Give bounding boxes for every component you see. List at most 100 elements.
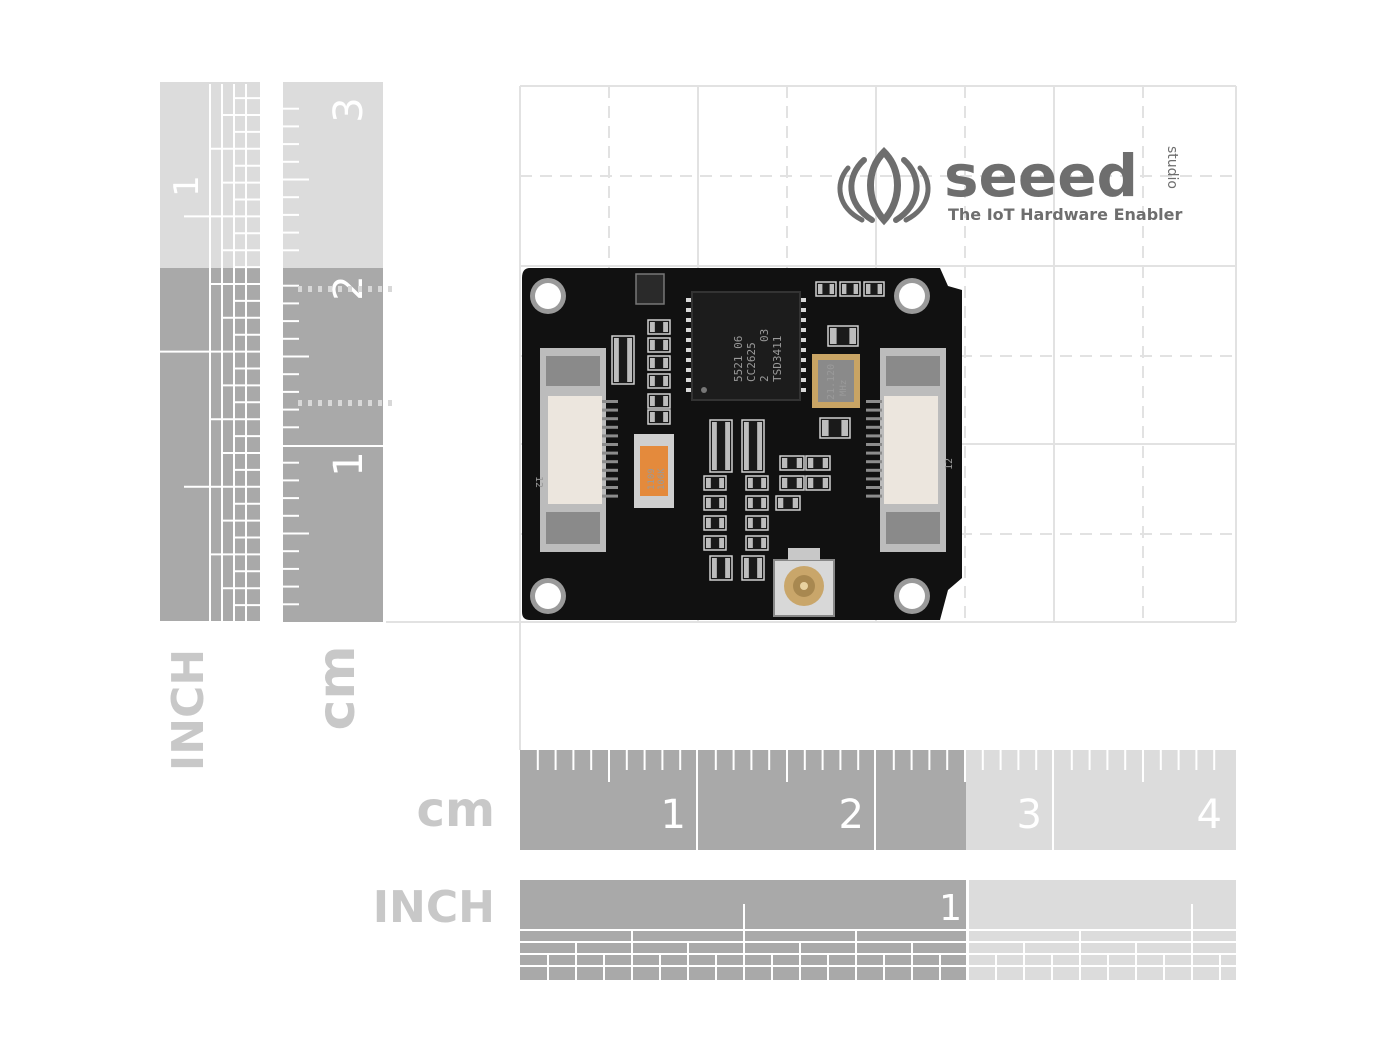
chip-line-3: 2	[758, 375, 771, 382]
smd-terminal	[829, 284, 834, 294]
connector-pin	[602, 408, 618, 412]
chip-pad	[686, 338, 692, 342]
smd-terminal	[842, 284, 847, 294]
v-inch-number-1: 1	[167, 175, 207, 197]
chip-pad	[686, 318, 692, 322]
smd-terminal	[748, 498, 753, 508]
smd-terminal	[761, 478, 766, 488]
v-cm-number-3: 3	[326, 97, 372, 122]
smd-terminal	[748, 478, 753, 488]
crystal-oscillator: 21.120 MHz	[812, 354, 860, 408]
chip-pad	[800, 308, 806, 312]
connector-pin	[866, 477, 882, 481]
chip-pad	[686, 308, 692, 312]
connector-pin	[602, 417, 618, 421]
chip-pad	[298, 286, 302, 292]
connector-pin	[866, 451, 882, 455]
connector-pin	[866, 434, 882, 438]
right-fpc-connector: 12	[866, 348, 955, 552]
chip-pad	[686, 328, 692, 332]
smd-terminal	[719, 538, 724, 548]
connector-pin	[602, 443, 618, 446]
chip-pad	[800, 368, 806, 372]
chip-pad	[800, 338, 806, 342]
smd-terminal	[706, 478, 711, 488]
pcb-board: 12 12 5521 06 CC2625 2 03 TSD3411	[298, 268, 962, 620]
left-connector-mark: 12	[533, 476, 544, 488]
smd-terminal	[841, 420, 848, 436]
smd-terminal	[719, 518, 724, 528]
chip-pad	[318, 400, 322, 406]
smd-terminal	[706, 518, 711, 528]
chip-pad	[800, 318, 806, 322]
v-inch-label: INCH	[163, 649, 214, 771]
chip-pad	[358, 286, 362, 292]
smd-terminal	[650, 340, 655, 350]
smd-terminal	[818, 284, 823, 294]
smd-terminal	[663, 396, 668, 406]
logo-studio: studio	[1164, 146, 1180, 189]
smd-terminal	[627, 338, 632, 382]
smd-terminal	[853, 284, 858, 294]
chip-pad	[800, 358, 806, 362]
vertical-inch-ruler	[160, 82, 260, 623]
chip-pad	[358, 400, 362, 406]
smd-terminal	[877, 284, 882, 294]
chip-pad	[686, 388, 692, 392]
connector-pin	[866, 425, 882, 429]
h-inch-label: INCH	[373, 882, 495, 933]
smd-terminal	[822, 478, 828, 488]
tantalum-capacitor: 1109 106K	[634, 434, 674, 508]
h-cm-number-2: 2	[839, 792, 864, 838]
logo-tagline: The IoT Hardware Enabler	[948, 205, 1182, 224]
connector-pin	[602, 486, 618, 489]
smd-terminal	[663, 322, 668, 332]
crystal-line-2: MHz	[839, 380, 849, 396]
h-cm-number-3: 3	[1017, 792, 1042, 838]
connector-pin	[866, 443, 882, 446]
h-inch-number-1: 1	[939, 888, 962, 929]
h-cm-number-1: 1	[661, 792, 686, 838]
ufl-antenna-connector	[773, 548, 835, 617]
chip-pad	[686, 378, 692, 382]
smd-terminal	[866, 284, 871, 294]
connector-pin	[602, 400, 618, 403]
smd-terminal	[706, 538, 711, 548]
connector-pin	[602, 434, 618, 438]
smd-terminal	[822, 420, 829, 436]
chip-pad	[378, 286, 382, 292]
top-transistor	[635, 273, 665, 305]
crystal-line-1: 21.120	[826, 364, 837, 400]
chip-pad	[378, 400, 382, 406]
chip-pad	[800, 328, 806, 332]
connector-pin	[866, 468, 882, 472]
chip-pad	[318, 286, 322, 292]
smd-terminal	[757, 422, 762, 470]
smd-terminal	[719, 498, 724, 508]
smd-terminal	[830, 328, 837, 344]
chip-pad	[368, 286, 372, 292]
chip-pad	[800, 378, 806, 382]
connector-pin	[866, 417, 882, 421]
smd-terminal	[748, 518, 753, 528]
connector-pin	[602, 494, 618, 498]
connector-pin	[866, 400, 882, 403]
chip-pad	[348, 400, 352, 406]
smd-terminal	[719, 478, 724, 488]
v-cm-label: cm	[307, 645, 367, 730]
smd-terminal	[808, 478, 814, 488]
logo-brand: seeed	[944, 142, 1138, 210]
chip-pad	[388, 400, 392, 406]
chip-pad	[686, 348, 692, 352]
connector-pin	[866, 460, 882, 464]
smd-terminal	[712, 558, 717, 578]
chip-pad	[338, 286, 342, 292]
smd-terminal	[663, 412, 668, 422]
chip-pad	[686, 298, 692, 302]
smd-terminal	[663, 376, 668, 386]
seeed-logo-icon	[837, 147, 931, 226]
vertical-cm-ruler	[283, 82, 383, 622]
connector-pin	[602, 425, 618, 429]
smd-terminal	[614, 338, 619, 382]
smd-terminal	[782, 478, 788, 488]
